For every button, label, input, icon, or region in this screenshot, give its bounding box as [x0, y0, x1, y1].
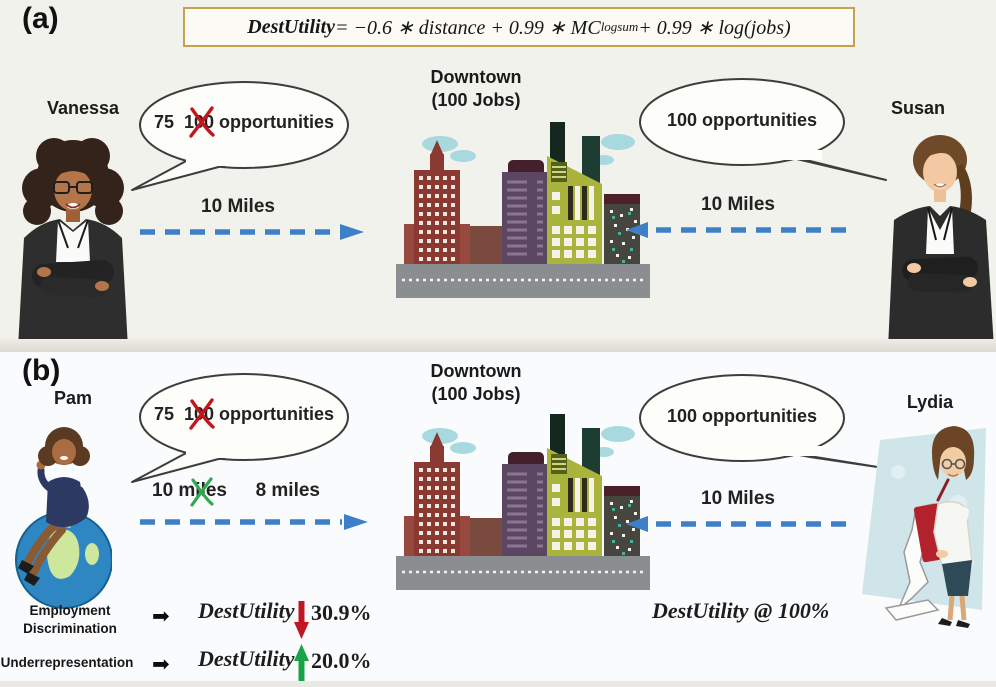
speech-bubble-pam [131, 373, 349, 483]
character-susan [884, 124, 996, 348]
opportunities-noun: opportunities [219, 112, 335, 132]
opportunities-noun: opportunities [219, 404, 335, 424]
character-lydia [858, 412, 996, 630]
speech-bubble-susan [639, 78, 887, 181]
panel-a-label: (a) [22, 2, 59, 35]
decrease-value: 30.9% [311, 600, 372, 625]
downtown-illustration-b [390, 408, 662, 594]
old-opportunities-value: 100 [183, 112, 215, 132]
old-distance-crossed: 10 miles [152, 477, 227, 507]
dest-utility-full-note: DestUtility @ 100% [652, 598, 830, 623]
dest-utility-metric: DestUtility [198, 598, 295, 623]
panel-b: (b) Pam 75 100 opportunities 10 miles [0, 352, 996, 687]
bubble-text-pam: 75 100 opportunities [144, 398, 344, 430]
character-vanessa [10, 126, 136, 348]
formula-tail: + 0.99 ∗ log(jobs) [638, 16, 791, 39]
bubble-text-lydia: 100 opportunities [666, 406, 818, 426]
dest-utility-metric: DestUtility [198, 646, 295, 671]
old-distance-value: 10 miles [152, 480, 227, 501]
formula-box: DestUtility = −0.6 ∗ distance + 0.99 ∗ M… [183, 7, 855, 47]
old-opportunities-value: 100 [183, 404, 215, 424]
person-name-vanessa: Vanessa [46, 98, 120, 118]
old-opportunities-crossed: 100 [183, 106, 215, 138]
destination-label-a: Downtown (100 Jobs) [400, 66, 552, 111]
person-name-lydia: Lydia [906, 392, 954, 412]
downtown-illustration-a [390, 116, 662, 302]
destination-jobs: (100 Jobs) [431, 383, 521, 404]
character-pam [12, 414, 112, 610]
black-right-arrow-icon: ➡ [152, 653, 170, 676]
old-opportunities-crossed: 100 [183, 398, 215, 430]
dashed-arrow-left-icon [626, 222, 846, 238]
cause-underrepresentation: Underrepresentation [0, 655, 134, 670]
dashed-arrow-left-icon [626, 516, 846, 532]
new-opportunities-value: 75 [153, 112, 174, 132]
destination-name: Downtown [430, 361, 522, 381]
distance-label-b-right: 10 Miles [701, 488, 775, 509]
bubble-text-vanessa: 75 100 opportunities [144, 106, 344, 138]
distance-label-a-right: 10 Miles [701, 194, 775, 215]
formula-mid: = −0.6 ∗ distance + 0.99 ∗ MC [335, 16, 601, 39]
bubble-text-susan: 100 opportunities [666, 110, 818, 130]
speech-bubble-vanessa [131, 81, 349, 191]
decrease-arrow-icon [294, 601, 309, 639]
dashed-arrow-right-icon [140, 514, 368, 530]
destination-jobs: (100 Jobs) [431, 89, 521, 110]
distance-change-b-left: 10 miles 8 miles [152, 477, 320, 507]
new-opportunities-value: 75 [153, 404, 174, 424]
panel-b-label: (b) [22, 354, 61, 387]
increase-arrow-icon [294, 644, 309, 682]
new-distance-value: 8 miles [255, 480, 320, 501]
person-name-susan: Susan [890, 98, 946, 118]
speech-bubble-lydia [639, 374, 885, 469]
cause-employment-discrimination: Employment Discrimination [23, 603, 117, 636]
distance-label-a-left: 10 Miles [201, 196, 275, 217]
destination-name: Downtown [430, 67, 522, 87]
black-right-arrow-icon: ➡ [152, 605, 170, 628]
panel-a: (a) DestUtility = −0.6 ∗ distance + 0.99… [0, 0, 996, 352]
formula-subscript: logsum [600, 19, 639, 34]
person-name-pam: Pam [53, 388, 93, 408]
dashed-arrow-right-icon [140, 224, 364, 240]
formula-lead: DestUtility [247, 15, 336, 38]
increase-value: 20.0% [311, 648, 372, 673]
destination-label-b: Downtown (100 Jobs) [400, 360, 552, 405]
bottom-edge-strip [0, 681, 996, 687]
